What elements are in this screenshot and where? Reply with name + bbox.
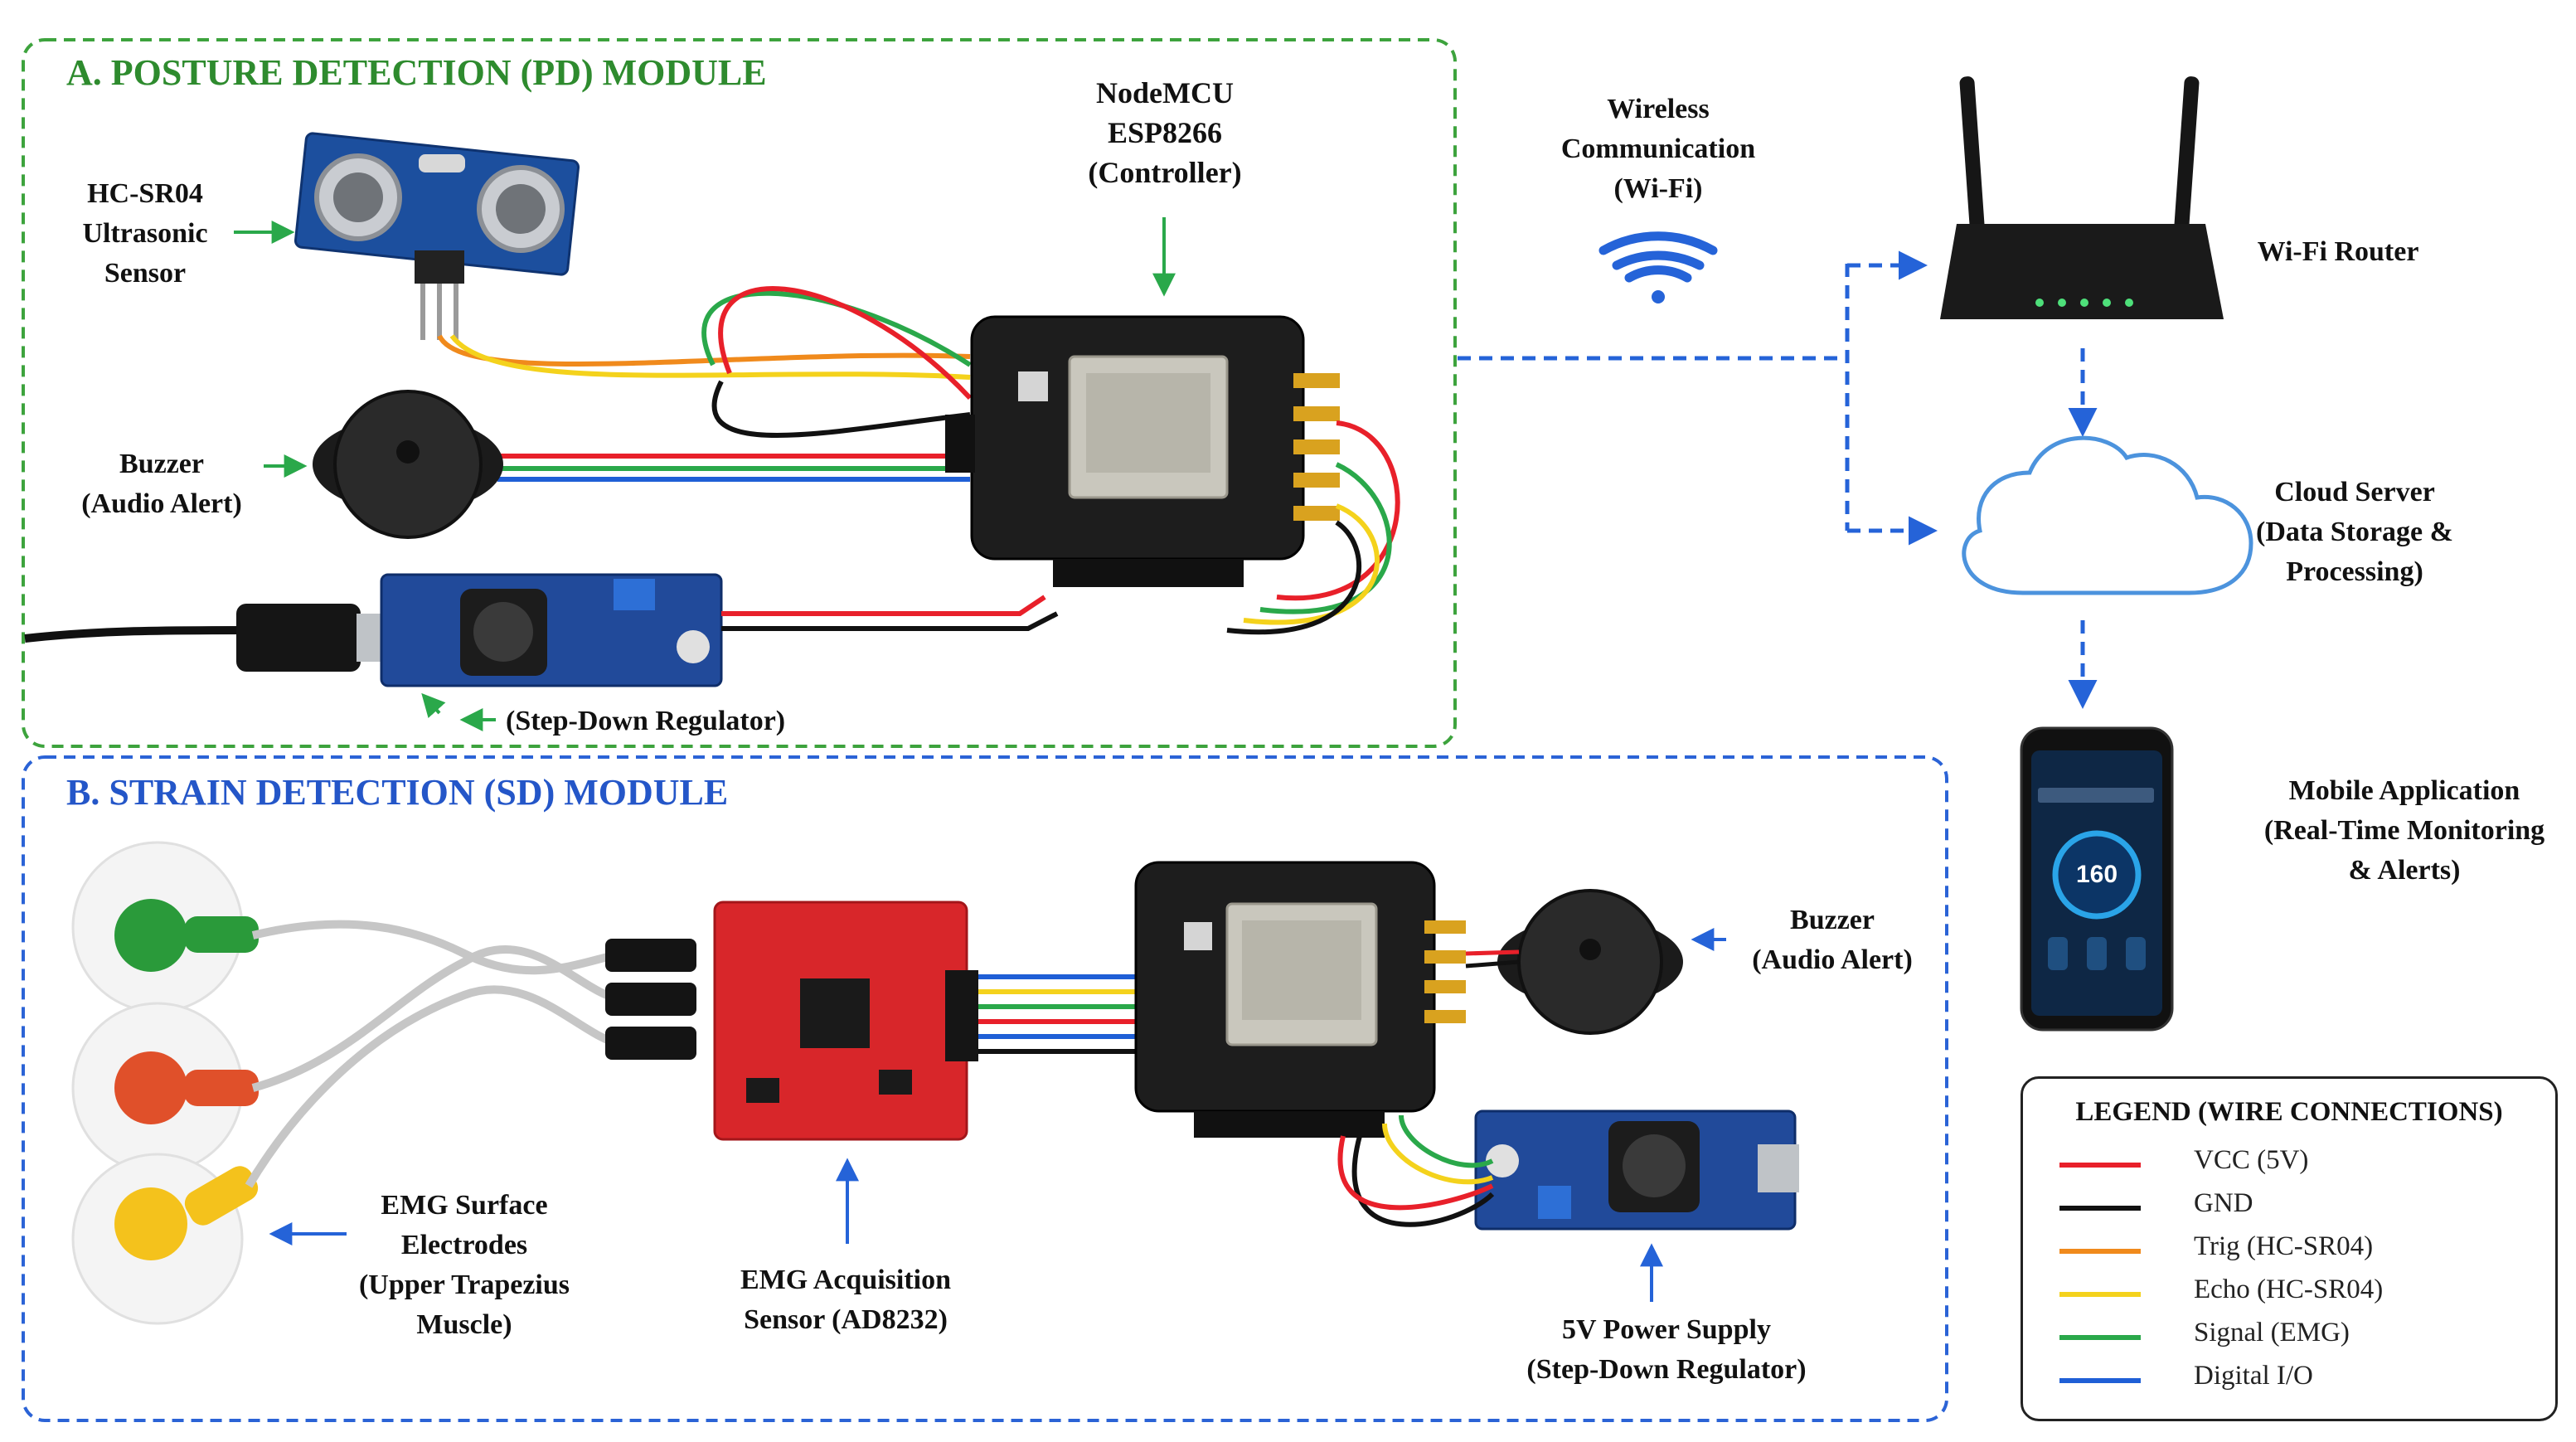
nodemcu-sd (1134, 861, 1466, 1138)
legend-title: LEGEND (WIRE CONNECTIONS) (2075, 1097, 2503, 1127)
legend-item: VCC (5V) (2059, 1143, 2524, 1185)
nodemcu-label: NodeMCU ESP8266 (Controller) (1036, 73, 1293, 192)
buzzer-sd-label: Buzzer (Audio Alert) (1733, 901, 1932, 980)
mobile-label-line: Mobile Application (2288, 775, 2520, 806)
nodemcu-label-line: NodeMCU (1096, 76, 1234, 109)
ultrasonic-label-line: HC-SR04 (87, 178, 203, 209)
legend-item: Signal (EMG) (2059, 1316, 2524, 1357)
pd-module-title: A. POSTURE DETECTION (PD) MODULE (66, 52, 767, 93)
mobile-phone (2020, 726, 2174, 1032)
wifi-icon (1598, 231, 1718, 303)
legend-label: Digital I/O (2194, 1361, 2313, 1391)
buzzer-pd-label-line: Buzzer (119, 449, 204, 479)
legend-item: Trig (HC-SR04) (2059, 1230, 2524, 1271)
nodemcu-label-line: (Controller) (1088, 156, 1242, 189)
electrodes-label-line: Muscle) (416, 1309, 512, 1340)
ultrasonic-sensor (293, 132, 580, 340)
mobile-label-line: (Real-Time Monitoring (2263, 815, 2545, 846)
emg-sensor-label-line: EMG Acquisition (740, 1265, 952, 1295)
buzzer-pd-label: Buzzer (Audio Alert) (50, 444, 274, 524)
emg-sensor-board (713, 901, 978, 1141)
cloud-label-line: Processing) (2286, 556, 2423, 587)
router-device (1940, 76, 2224, 319)
legend-item: Digital I/O (2059, 1359, 2524, 1401)
pd-module-frame (22, 38, 1457, 748)
legend-swatch (2059, 1249, 2141, 1254)
mobile-label-line: & Alerts) (2348, 855, 2461, 886)
legend-label: GND (2194, 1188, 2253, 1218)
power-sd-label-line: 5V Power Supply (1562, 1314, 1771, 1345)
wireless-label-line: (Wi-Fi) (1613, 173, 1703, 204)
sd-module-title: B. STRAIN DETECTION (SD) MODULE (66, 772, 729, 813)
sd-module-frame (22, 755, 1948, 1422)
power-sd-label-line: (Step-Down Regulator) (1526, 1354, 1807, 1385)
power-sd-label: 5V Power Supply (Step-Down Regulator) (1509, 1310, 1824, 1390)
nodemcu-label-line: ESP8266 (1107, 116, 1223, 149)
legend-label: Echo (HC-SR04) (2194, 1274, 2384, 1304)
emg-electrodes (71, 841, 259, 1325)
wire-legend: LEGEND (WIRE CONNECTIONS) VCC (5V) GND Tri… (2021, 1076, 2558, 1421)
emg-sensor-label-line: Sensor (AD8232) (744, 1304, 948, 1335)
legend-swatch (2059, 1292, 2141, 1297)
emg-sensor-label: EMG Acquisition Sensor (AD8232) (713, 1260, 978, 1340)
ultrasonic-label-line: Sensor (104, 258, 187, 289)
legend-item: GND (2059, 1187, 2524, 1228)
legend-label: Trig (HC-SR04) (2194, 1231, 2374, 1261)
wireless-label: Wireless Communication (Wi-Fi) (1521, 90, 1795, 209)
buzzer-pd-label-line: (Audio Alert) (81, 488, 242, 519)
wireless-label-line: Communication (1560, 134, 1756, 164)
stepdown-pd-label: (Step-Down Regulator) (506, 706, 786, 736)
cloud-icon (1962, 435, 2253, 595)
router-label: Wi-Fi Router (2257, 236, 2419, 267)
legend-swatch (2059, 1335, 2141, 1340)
legend-label: VCC (5V) (2194, 1145, 2309, 1175)
ultrasonic-label-line: Ultrasonic (82, 218, 208, 249)
phone-reading: 160 (2075, 861, 2118, 888)
legend-swatch (2059, 1163, 2141, 1168)
legend-label: Signal (EMG) (2194, 1318, 2350, 1347)
buzzer-sd-label-line: Buzzer (1790, 905, 1875, 935)
mobile-label: Mobile Application (Real-Time Monitoring… (2239, 771, 2570, 891)
buzzer-pd (313, 390, 503, 539)
electrodes-label: EMG Surface Electrodes (Upper Trapezius … (348, 1186, 580, 1345)
cloud-label: Cloud Server (Data Storage & Processing) (2230, 473, 2479, 592)
buzzer-sd (1497, 889, 1683, 1035)
nodemcu-pd (945, 315, 1340, 587)
wireless-label-line: Wireless (1607, 94, 1710, 124)
cloud-label-line: (Data Storage & (2256, 517, 2453, 547)
stepdown-regulator-pd (24, 573, 723, 687)
legend-swatch (2059, 1206, 2141, 1211)
electrodes-label-line: EMG Surface (381, 1190, 548, 1221)
power-supply-sd (1474, 1109, 1799, 1231)
electrodes-label-line: (Upper Trapezius (358, 1270, 570, 1300)
cloud-label-line: Cloud Server (2274, 477, 2435, 507)
legend-item: Echo (HC-SR04) (2059, 1273, 2524, 1314)
ultrasonic-label: HC-SR04 Ultrasonic Sensor (50, 174, 240, 294)
electrodes-label-line: Electrodes (400, 1230, 528, 1260)
legend-swatch (2059, 1378, 2141, 1383)
buzzer-sd-label-line: (Audio Alert) (1752, 944, 1913, 975)
